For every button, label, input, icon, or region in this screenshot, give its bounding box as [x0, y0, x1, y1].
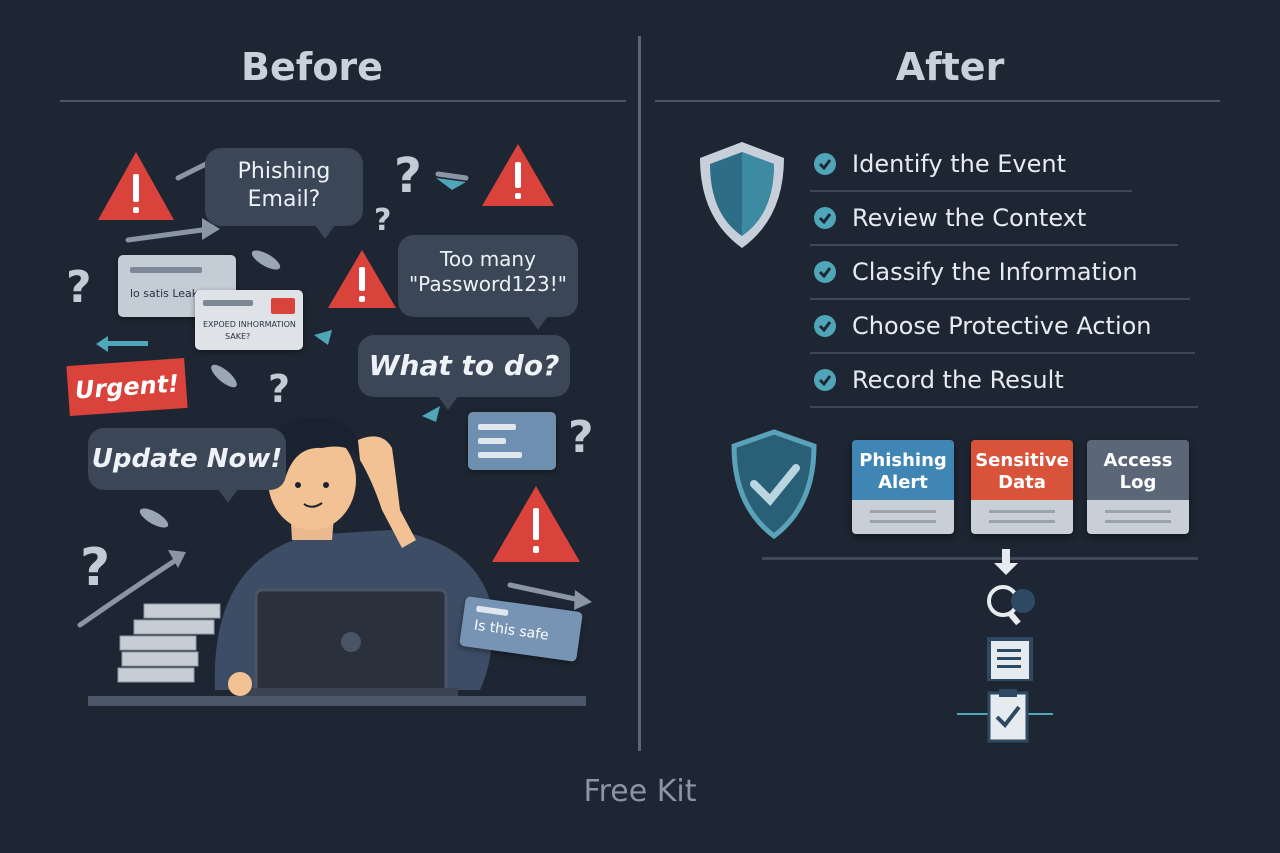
- document-list-icon: [987, 637, 1033, 681]
- exposed-information-card: EXPOED INHORMATION SAKE?: [195, 290, 303, 350]
- svg-text:?: ?: [568, 412, 594, 463]
- category-label: Access Log: [1087, 440, 1189, 500]
- checkmark-icon: [814, 369, 836, 391]
- category-divider: [762, 557, 1198, 560]
- leak-card-text: lo satis Leak: [130, 287, 199, 300]
- step-label: Identify the Event: [852, 150, 1066, 178]
- step-label: Review the Context: [852, 204, 1087, 232]
- step-label: Choose Protective Action: [852, 312, 1152, 340]
- step-item: Choose Protective Action: [810, 300, 1195, 354]
- step-label: Classify the Information: [852, 258, 1138, 286]
- step-item: Review the Context: [810, 192, 1178, 246]
- password-bubble: Too many "Password123!": [398, 235, 578, 330]
- what-to-do-bubble: What to do?: [358, 335, 570, 410]
- magnifier-icon: [987, 585, 1035, 626]
- paper-stack: [117, 603, 221, 683]
- svg-text:?: ?: [374, 203, 391, 238]
- down-arrow-icon: [994, 549, 1018, 575]
- shield-icon: [700, 142, 784, 248]
- flow-icons: [957, 549, 1053, 743]
- step-label: Record the Result: [852, 366, 1064, 394]
- category-card-access-log: Access Log: [1087, 440, 1189, 534]
- safe-card-text: Is this safe: [472, 617, 550, 644]
- credit-card-icon: [468, 412, 556, 470]
- question-mark-icon: ? ? ? ? ? ?: [66, 148, 594, 598]
- teal-arrow-icons: [96, 178, 466, 422]
- svg-text:?: ?: [66, 262, 92, 313]
- category-card-phishing-alert: Phishing Alert: [852, 440, 954, 534]
- warning-marks: [133, 162, 539, 553]
- shield-check-icon: [731, 429, 817, 540]
- update-now-bubble: Update Now!: [88, 428, 286, 503]
- checkmark-icon: [814, 261, 836, 283]
- svg-text:?: ?: [80, 538, 110, 598]
- process-steps-list: Identify the Event Review the Context Cl…: [810, 138, 1200, 408]
- before-scene: ? ? ? ? ? ?: [60, 130, 620, 720]
- step-item: Identify the Event: [810, 138, 1132, 192]
- checkmark-icon: [814, 153, 836, 175]
- step-item: Classify the Information: [810, 246, 1190, 300]
- before-heading-rule: [60, 100, 626, 102]
- before-heading: Before: [241, 45, 383, 89]
- category-label: Phishing Alert: [852, 440, 954, 500]
- clipboard-check-icon: [957, 689, 1053, 743]
- exposed-card-text: EXPOED INHORMATION: [203, 320, 296, 329]
- arrowheads: [168, 218, 592, 610]
- phishing-email-bubble: Phishing Email?: [205, 148, 363, 239]
- svg-text:?: ?: [394, 148, 422, 204]
- after-heading: After: [895, 45, 1005, 89]
- svg-text:?: ?: [268, 367, 290, 411]
- category-label: Sensitive Data: [971, 440, 1073, 500]
- exposed-card-subtext: SAKE?: [225, 332, 251, 341]
- step-item: Record the Result: [810, 354, 1198, 408]
- category-card-sensitive-data: Sensitive Data: [971, 440, 1073, 534]
- laptop-icon: [228, 588, 458, 696]
- decorative-drops: [139, 250, 281, 528]
- urgent-tag: Urgent!: [66, 357, 188, 417]
- footer-label: Free Kit: [583, 774, 697, 809]
- before-decorations: ? ? ? ? ? ?: [66, 144, 594, 696]
- desk-surface: [88, 696, 586, 706]
- checkmark-icon: [814, 315, 836, 337]
- checkmark-icon: [814, 207, 836, 229]
- panel-divider: [638, 36, 641, 751]
- after-heading-rule: [655, 100, 1220, 102]
- leak-card: lo satis Leak: [118, 255, 236, 317]
